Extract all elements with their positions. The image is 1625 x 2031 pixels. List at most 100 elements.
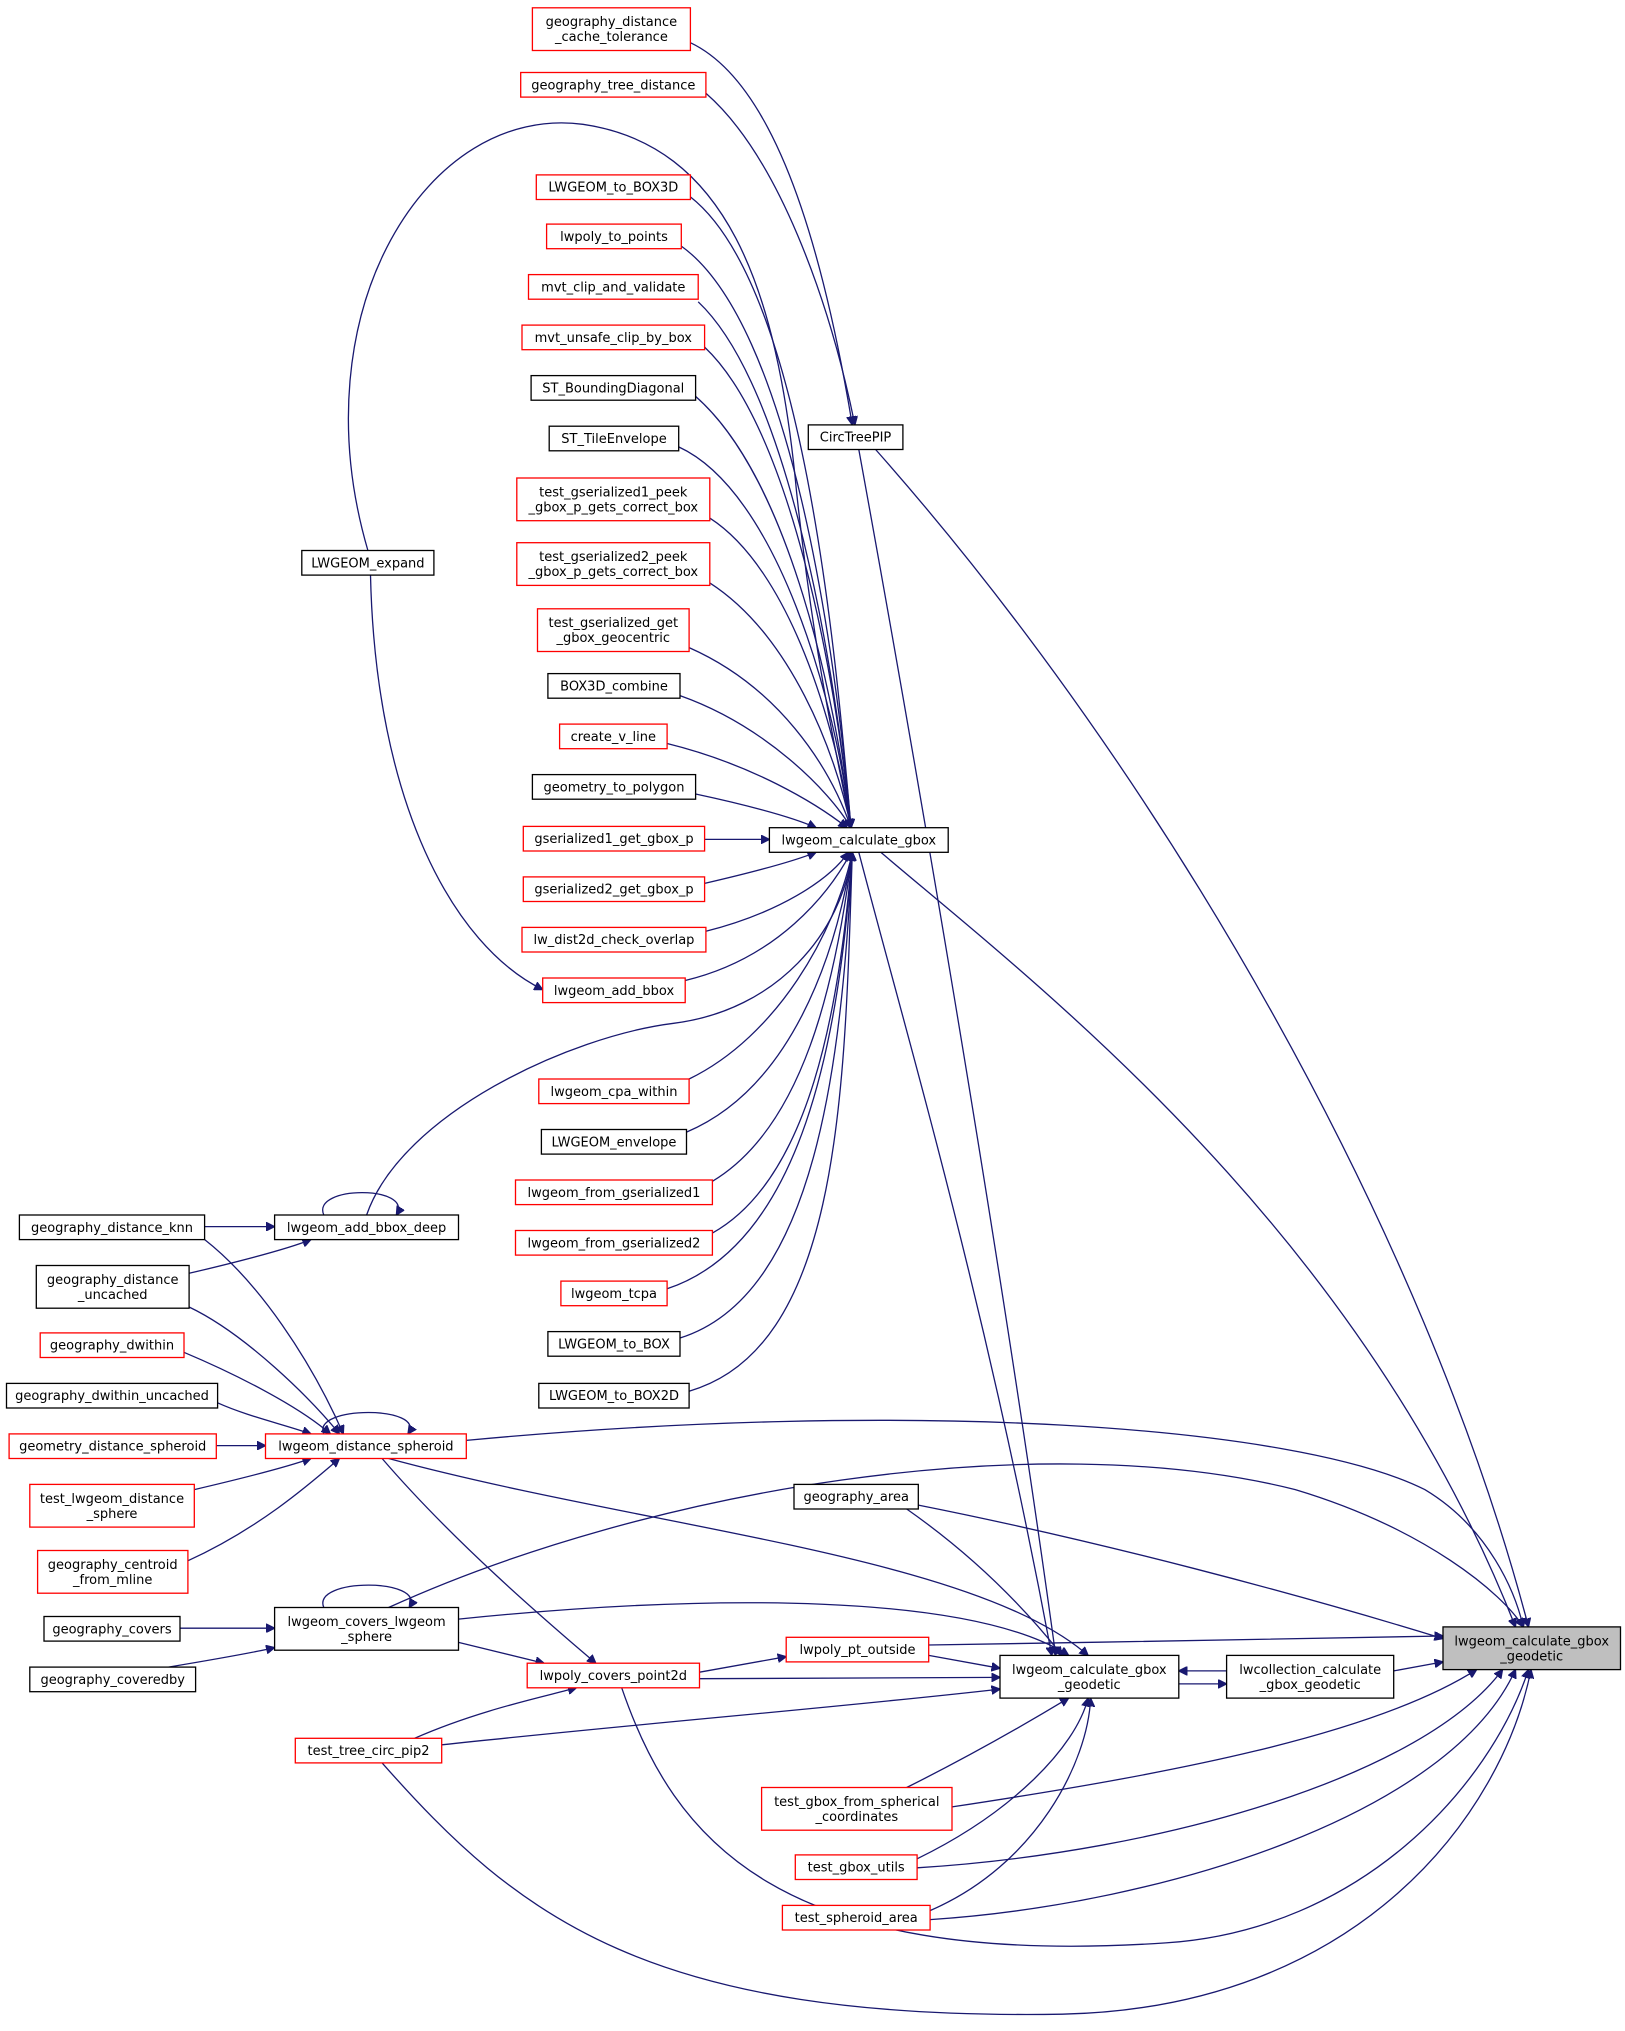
edge-test-lwgeom-distance-sphere-to-lwgeom-distance-spheroid bbox=[194, 1459, 311, 1491]
node-geography-tree-distance[interactable]: geography_tree_distance bbox=[520, 71, 707, 98]
node-lwgeom-add-bbox-deep[interactable]: lwgeom_add_bbox_deep bbox=[273, 1214, 460, 1241]
node-test-gbox-from-spherical-coordinates[interactable]: test_gbox_from_spherical_coordinates bbox=[760, 1786, 953, 1831]
node-geography-distance-knn[interactable]: geography_distance_knn bbox=[18, 1214, 206, 1241]
node-lwgeom-cpa-within[interactable]: lwgeom_cpa_within bbox=[538, 1078, 690, 1105]
edge-lwgeom-tcpa-to-lwgeom-calculate-gbox bbox=[666, 852, 852, 1290]
node-label: _sphere bbox=[340, 1630, 392, 1645]
edge-geography-distance-cache-tolerance-to-circtreepip bbox=[690, 42, 852, 425]
node-label: geography_dwithin_uncached bbox=[15, 1389, 209, 1404]
node-box3d-combine[interactable]: BOX3D_combine bbox=[547, 672, 681, 699]
node-lwgeom-to-box2d[interactable]: LWGEOM_to_BOX2D bbox=[538, 1382, 690, 1409]
node-test-lwgeom-distance-sphere[interactable]: test_lwgeom_distance_sphere bbox=[29, 1483, 195, 1528]
node-lwpoly-pt-outside[interactable]: lwpoly_pt_outside bbox=[785, 1636, 930, 1663]
node-geography-distance-cache-tolerance[interactable]: geography_distance_cache_tolerance bbox=[531, 7, 692, 52]
node-label: LWGEOM_envelope bbox=[552, 1135, 677, 1150]
node-lwgeom-expand[interactable]: LWGEOM_expand bbox=[301, 549, 435, 576]
edge-lwcollection-calculate-gbox-geodetic-to-lwgeom-calculate-gbox-geodetic-focus bbox=[1393, 1662, 1443, 1672]
edge-test-tree-circ-pip2-to-lwgeom-calculate-gbox-geodetic-focus bbox=[381, 1670, 1531, 2016]
edge-lwpoly-covers-point2d-to-lwgeom-calculate-gbox-geodetic-focus bbox=[621, 1670, 1529, 1947]
node-lwgeom-calculate-gbox[interactable]: lwgeom_calculate_gbox bbox=[768, 827, 949, 853]
node-box bbox=[531, 773, 697, 800]
node-geometry-to-polygon[interactable]: geometry_to_polygon bbox=[531, 773, 697, 800]
node-st-boundingdiagonal[interactable]: ST_BoundingDiagonal bbox=[530, 374, 697, 401]
node-lwcollection-calculate-gbox-geodetic[interactable]: lwcollection_calculate_gbox_geodetic bbox=[1225, 1654, 1395, 1699]
node-box bbox=[1225, 1654, 1395, 1699]
node-lwgeom-to-box[interactable]: LWGEOM_to_BOX bbox=[547, 1330, 681, 1357]
node-label: _gbox_geodetic bbox=[1259, 1678, 1361, 1693]
node-label: test_gbox_utils bbox=[808, 1861, 905, 1876]
node-box bbox=[29, 1483, 195, 1528]
edge-geography-distance-knn-to-lwgeom-distance-spheroid bbox=[204, 1239, 344, 1434]
node-lwpoly-covers-point2d[interactable]: lwpoly_covers_point2d bbox=[526, 1662, 701, 1689]
node-box bbox=[18, 1214, 206, 1241]
node-geography-area[interactable]: geography_area bbox=[793, 1483, 919, 1510]
node-lwgeom-tcpa[interactable]: lwgeom_tcpa bbox=[560, 1280, 668, 1307]
node-create-v-line[interactable]: create_v_line bbox=[558, 723, 668, 750]
node-label: geography_area bbox=[803, 1490, 908, 1505]
node-lwgeom-from-gserialized1[interactable]: lwgeom_from_gserialized1 bbox=[514, 1179, 714, 1206]
node-label: geography_dwithin bbox=[50, 1339, 174, 1354]
node-gserialized2-get-gbox-p[interactable]: gserialized2_get_gbox_p bbox=[522, 876, 706, 903]
edge-st-tileenvelope-to-lwgeom-calculate-gbox bbox=[678, 446, 851, 828]
node-st-tileenvelope[interactable]: ST_TileEnvelope bbox=[548, 425, 680, 452]
node-label: lwpoly_covers_point2d bbox=[540, 1669, 687, 1684]
edge-lwgeom-distance-spheroid-to-lwgeom-calculate-gbox-geodetic bbox=[388, 1457, 1089, 1656]
node-lwgeom-distance-spheroid[interactable]: lwgeom_distance_spheroid bbox=[264, 1433, 467, 1460]
node-geography-dwithin[interactable]: geography_dwithin bbox=[39, 1332, 185, 1359]
node-lwgeom-calculate-gbox-geodetic[interactable]: lwgeom_calculate_gbox_geodetic bbox=[999, 1654, 1180, 1699]
node-box bbox=[547, 1330, 681, 1357]
node-label: test_gserialized_get bbox=[549, 616, 679, 631]
edge-test-gbox-from-spherical-coordinates-to-lwgeom-calculate-gbox-geodetic bbox=[906, 1698, 1069, 1789]
node-box bbox=[527, 273, 699, 300]
node-label: LWGEOM_to_BOX bbox=[558, 1337, 670, 1352]
node-lwgeom-from-gserialized2[interactable]: lwgeom_from_gserialized2 bbox=[514, 1229, 714, 1256]
node-box bbox=[36, 1549, 189, 1594]
edge-lwpoly-pt-outside-to-lwgeom-calculate-gbox-geodetic-focus bbox=[928, 1636, 1443, 1646]
edge-geography-distance-uncached-to-lwgeom-add-bbox-deep bbox=[188, 1240, 311, 1274]
node-gserialized1-get-gbox-p[interactable]: gserialized1_get_gbox_p bbox=[522, 825, 706, 852]
node-circtreepip[interactable]: CircTreePIP bbox=[807, 424, 904, 451]
node-geography-distance-uncached[interactable]: geography_distance_uncached bbox=[35, 1264, 190, 1309]
node-lw-dist2d-check-overlap[interactable]: lw_dist2d_check_overlap bbox=[521, 926, 707, 953]
node-box bbox=[273, 1214, 460, 1241]
node-geography-centroid-from-mline[interactable]: geography_centroid_from_mline bbox=[36, 1549, 189, 1594]
node-mvt-unsafe-clip-by-box[interactable]: mvt_unsafe_clip_by_box bbox=[521, 324, 706, 351]
node-label: geography_distance bbox=[546, 15, 678, 30]
node-lwgeom-calculate-gbox-geodetic-focus[interactable]: lwgeom_calculate_gbox_geodetic bbox=[1442, 1626, 1622, 1671]
node-label: create_v_line bbox=[571, 730, 656, 745]
node-label: LWGEOM_to_BOX3D bbox=[548, 181, 678, 196]
node-box bbox=[545, 223, 682, 250]
node-geography-coveredby[interactable]: geography_coveredby bbox=[29, 1666, 197, 1693]
node-label: lwpoly_to_points bbox=[560, 230, 668, 245]
node-test-tree-circ-pip2[interactable]: test_tree_circ_pip2 bbox=[294, 1737, 443, 1764]
node-geometry-distance-spheroid[interactable]: geometry_distance_spheroid bbox=[8, 1433, 217, 1460]
edges bbox=[168, 42, 1531, 2016]
node-label: _from_mline bbox=[72, 1573, 152, 1588]
node-test-gserialized2-peek[interactable]: test_gserialized2_peek_gbox_p_gets_corre… bbox=[516, 542, 711, 587]
edge-lwgeom-cpa-within-to-lwgeom-calculate-gbox bbox=[688, 852, 852, 1080]
node-lwgeom-envelope[interactable]: LWGEOM_envelope bbox=[540, 1128, 688, 1155]
node-lwgeom-covers-lwgeom-sphere[interactable]: lwgeom_covers_lwgeom_sphere bbox=[273, 1606, 460, 1651]
node-lwgeom-to-box3d[interactable]: LWGEOM_to_BOX3D bbox=[535, 174, 692, 201]
node-label: geography_covers bbox=[52, 1622, 172, 1637]
node-label: _sphere bbox=[86, 1507, 138, 1522]
edge-test-tree-circ-pip2-to-lwgeom-calculate-gbox-geodetic bbox=[441, 1689, 1000, 1746]
edge-geography-area-to-lwgeom-calculate-gbox-geodetic bbox=[906, 1508, 1062, 1655]
node-mvt-clip-and-validate[interactable]: mvt_clip_and_validate bbox=[527, 273, 699, 300]
node-box bbox=[807, 424, 904, 451]
edge-lw-dist2d-check-overlap-to-lwgeom-calculate-gbox bbox=[705, 852, 849, 932]
node-box bbox=[542, 977, 686, 1004]
node-box bbox=[39, 1332, 185, 1359]
node-box bbox=[521, 926, 707, 953]
node-lwgeom-add-bbox[interactable]: lwgeom_add_bbox bbox=[542, 977, 686, 1004]
node-box bbox=[516, 542, 711, 587]
node-lwpoly-to-points[interactable]: lwpoly_to_points bbox=[545, 223, 682, 250]
node-test-gserialized-get[interactable]: test_gserialized_get_gbox_geocentric bbox=[536, 608, 690, 653]
node-label: lwpoly_pt_outside bbox=[799, 1643, 915, 1658]
node-geography-dwithin-uncached[interactable]: geography_dwithin_uncached bbox=[5, 1382, 219, 1409]
node-geography-covers[interactable]: geography_covers bbox=[43, 1615, 181, 1642]
node-test-spheroid-area[interactable]: test_spheroid_area bbox=[781, 1904, 931, 1931]
node-test-gserialized1-peek[interactable]: test_gserialized1_peek_gbox_p_gets_corre… bbox=[516, 477, 711, 522]
node-label: _coordinates bbox=[814, 1810, 898, 1825]
node-test-gbox-utils[interactable]: test_gbox_utils bbox=[794, 1854, 918, 1881]
